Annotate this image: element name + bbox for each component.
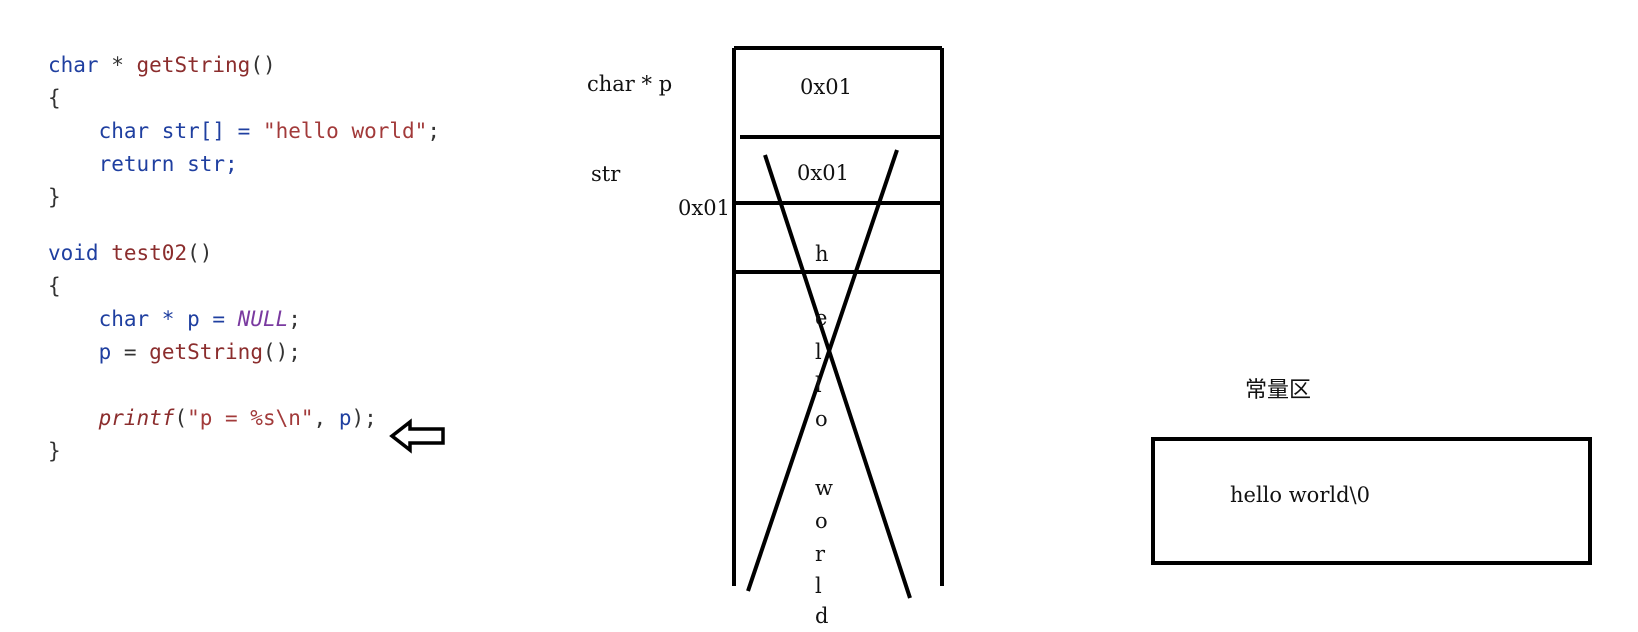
constant-area-title: 常量区 — [1245, 378, 1312, 403]
cross-line-1 — [763, 154, 912, 599]
code-test02: void test02() { char * p = NULL; p = get… — [48, 237, 377, 468]
char-cell: w — [815, 476, 833, 500]
open-paren: ( — [174, 406, 188, 430]
semicolon: ; — [427, 119, 440, 143]
label-str: str — [591, 162, 621, 186]
cross-line-2 — [746, 149, 899, 592]
char-cell: l — [815, 340, 822, 364]
assign: = — [111, 340, 150, 364]
char-cell: r — [815, 542, 826, 566]
open-brace: { — [48, 86, 61, 110]
close-brace: } — [48, 439, 61, 463]
arg-p: p — [338, 406, 352, 430]
open-brace: { — [48, 274, 61, 298]
label-char-p: char * p — [587, 72, 673, 96]
constant-area-content: hello world\0 — [1230, 483, 1370, 507]
decl-rest: str[] = — [149, 119, 263, 143]
char-cell: l — [815, 373, 822, 397]
type-keyword: char — [48, 53, 99, 77]
call-close: ); — [351, 406, 377, 430]
char-cell: e — [815, 306, 828, 330]
type-keyword: char — [98, 307, 150, 331]
type-keyword: char — [98, 119, 150, 143]
parens: () — [250, 53, 276, 77]
variable-p: p — [98, 340, 112, 364]
code-getstring: char * getString() { char str[] = "hello… — [48, 49, 440, 214]
char-cell: o — [815, 407, 828, 431]
semicolon: ; — [288, 307, 301, 331]
cell-p-value: 0x01 — [800, 75, 852, 99]
left-arrow-icon — [389, 418, 445, 454]
null-macro: NULL — [237, 307, 289, 331]
cell-str-value: 0x01 — [797, 161, 849, 185]
call-end: (); — [262, 340, 301, 364]
char-cell: h — [815, 242, 829, 266]
parens: () — [187, 241, 213, 265]
char-cell: d — [815, 604, 829, 628]
printf-call: printf — [98, 406, 175, 430]
pointer-star: * — [98, 53, 137, 77]
address-label: 0x01 — [678, 196, 730, 220]
char-cell: o — [815, 509, 828, 533]
function-name: test02 — [111, 241, 188, 265]
return-keyword: return — [98, 152, 175, 176]
string-literal: "hello world" — [262, 119, 428, 143]
call-name: getString — [149, 340, 263, 364]
close-brace: } — [48, 185, 61, 209]
function-name: getString — [136, 53, 251, 77]
type-keyword: void — [48, 241, 99, 265]
constant-area-box — [1151, 437, 1592, 565]
return-rest: str; — [174, 152, 238, 176]
char-cell: l — [815, 574, 822, 598]
comma: , — [313, 406, 339, 430]
format-string: "p = %s\n" — [187, 406, 314, 430]
decl-rest: * p = — [149, 307, 238, 331]
